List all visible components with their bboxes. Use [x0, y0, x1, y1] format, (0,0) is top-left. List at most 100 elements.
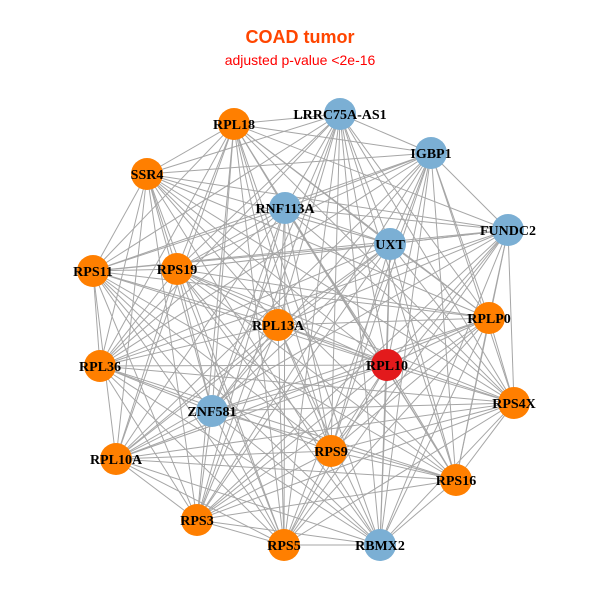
node-circle [315, 435, 347, 467]
edge [211, 364, 388, 412]
edge [211, 410, 285, 546]
edge [386, 229, 509, 366]
node-label: ZNF581 [188, 405, 237, 420]
edge [379, 317, 490, 546]
edge [283, 152, 432, 546]
edge [330, 113, 341, 452]
node-label: IGBP1 [410, 147, 451, 162]
edge [146, 173, 178, 270]
edge [146, 113, 341, 175]
node-rps5: RPS5 [267, 529, 301, 561]
edge [99, 324, 279, 367]
edge [339, 113, 457, 481]
edge [284, 207, 391, 245]
edge [115, 229, 509, 460]
edge [146, 173, 391, 245]
edge [283, 402, 515, 546]
node-rpl10a: RPL10A [90, 443, 143, 475]
edge [99, 229, 509, 367]
edge [92, 207, 286, 272]
edge [115, 458, 198, 521]
edge [379, 229, 509, 546]
edge [176, 268, 213, 412]
node-circle [371, 349, 403, 381]
edge [196, 207, 286, 521]
node-rps3: RPS3 [180, 504, 214, 536]
node-circle [364, 529, 396, 561]
edge [146, 173, 213, 412]
edge [99, 365, 457, 481]
nodes-layer: RPL18LRRC75A-AS1IGBP1SSR4RNF113AFUNDC2UX… [73, 98, 536, 561]
node-label: FUNDC2 [480, 224, 536, 239]
edge [92, 270, 388, 366]
node-circle [218, 108, 250, 140]
edge [283, 207, 286, 546]
node-label: RPS4X [492, 397, 536, 412]
node-label: RPL10 [366, 359, 408, 374]
edge [389, 243, 457, 481]
edge [115, 458, 381, 546]
edge [277, 207, 286, 326]
edge [389, 243, 515, 404]
edge [283, 450, 332, 546]
node-label: RPS11 [73, 265, 113, 280]
edge [176, 152, 432, 270]
edge [196, 364, 388, 521]
node-rps11: RPS11 [73, 255, 113, 287]
edge [92, 270, 332, 452]
node-label: RPS9 [314, 445, 347, 460]
node-label: RPS16 [436, 474, 476, 489]
edge [99, 243, 391, 367]
edge [211, 324, 279, 412]
edge [455, 402, 515, 481]
edge [115, 268, 178, 460]
edge [176, 268, 381, 546]
edge [339, 113, 391, 245]
node-rbmx2: RBMX2 [355, 529, 405, 561]
node-rps16: RPS16 [436, 464, 476, 496]
edge [92, 270, 490, 319]
edge [146, 152, 432, 175]
node-circle [181, 504, 213, 536]
edge [379, 479, 457, 546]
edge [430, 152, 509, 231]
edge [211, 152, 432, 412]
node-label: RNF113A [255, 202, 315, 217]
edge [233, 123, 285, 546]
edge [115, 123, 235, 460]
node-label: RPL36 [79, 360, 121, 375]
edge [115, 402, 515, 460]
edge [339, 113, 515, 404]
node-circle [161, 253, 193, 285]
edge [92, 152, 432, 272]
node-rpl36: RPL36 [79, 350, 121, 382]
edge [330, 317, 490, 452]
edge [211, 317, 490, 412]
node-label: LRRC75A-AS1 [293, 108, 386, 123]
edge [146, 173, 285, 546]
node-circle [440, 464, 472, 496]
node-circle [84, 350, 116, 382]
edge [283, 229, 509, 546]
edge [99, 364, 388, 367]
edge [146, 173, 388, 366]
edge [389, 243, 490, 319]
edge [99, 268, 178, 367]
edge [330, 243, 391, 452]
node-circle [492, 214, 524, 246]
edge [379, 364, 388, 546]
edge [330, 364, 388, 452]
edge [277, 324, 388, 366]
edge [115, 410, 213, 460]
edge [284, 207, 509, 231]
node-label: RPS19 [157, 263, 197, 278]
edge [277, 317, 490, 326]
edge [99, 365, 213, 412]
edge [283, 317, 490, 546]
edge [176, 229, 509, 270]
edge [389, 152, 432, 245]
node-fundc2: FUNDC2 [480, 214, 536, 246]
edge [196, 243, 391, 521]
node-circle [196, 395, 228, 427]
